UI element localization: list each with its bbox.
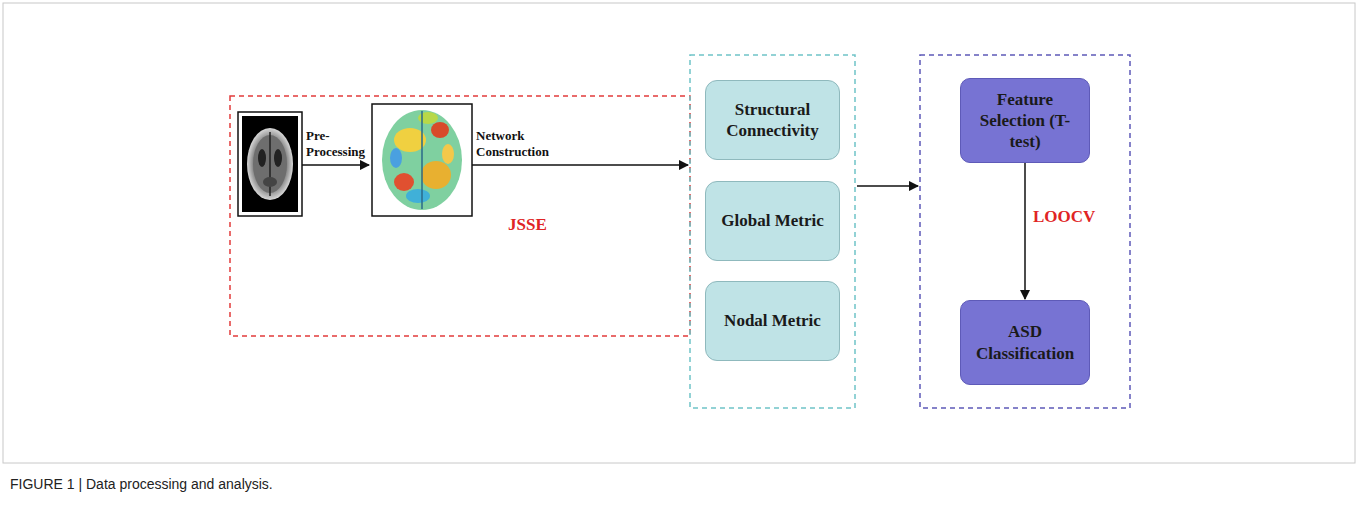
metric-box: Structural Connectivity xyxy=(705,80,840,160)
process-arrow xyxy=(302,164,369,166)
process-arrow xyxy=(472,164,688,166)
figure-caption: FIGURE 1 | Data processing and analysis. xyxy=(10,476,273,492)
figure-frame xyxy=(3,3,1355,463)
process-box: Feature Selection (T-test) xyxy=(960,78,1090,163)
step-label: Network Construction xyxy=(476,128,564,159)
network-group-frame xyxy=(230,96,690,336)
box-text: Structural Connectivity xyxy=(706,99,839,142)
flow-arrow xyxy=(1024,163,1026,299)
feature-group-frame xyxy=(690,55,855,408)
process-arrow xyxy=(857,185,918,187)
edge-label: LOOCV xyxy=(1033,207,1095,227)
classification-group-frame xyxy=(920,55,1130,408)
box-text: Global Metric xyxy=(715,210,829,231)
box-text: Feature Selection (T-test) xyxy=(961,89,1089,153)
mri-image xyxy=(238,112,302,216)
method-label: JSSE xyxy=(508,215,568,235)
brain-map-image xyxy=(372,104,472,216)
process-box: ASD Classification xyxy=(960,300,1090,385)
metric-box: Global Metric xyxy=(705,181,840,261)
metric-box: Nodal Metric xyxy=(705,281,840,361)
box-text: ASD Classification xyxy=(961,321,1089,364)
step-label: Pre-Processing xyxy=(306,128,368,159)
box-text: Nodal Metric xyxy=(718,310,827,331)
